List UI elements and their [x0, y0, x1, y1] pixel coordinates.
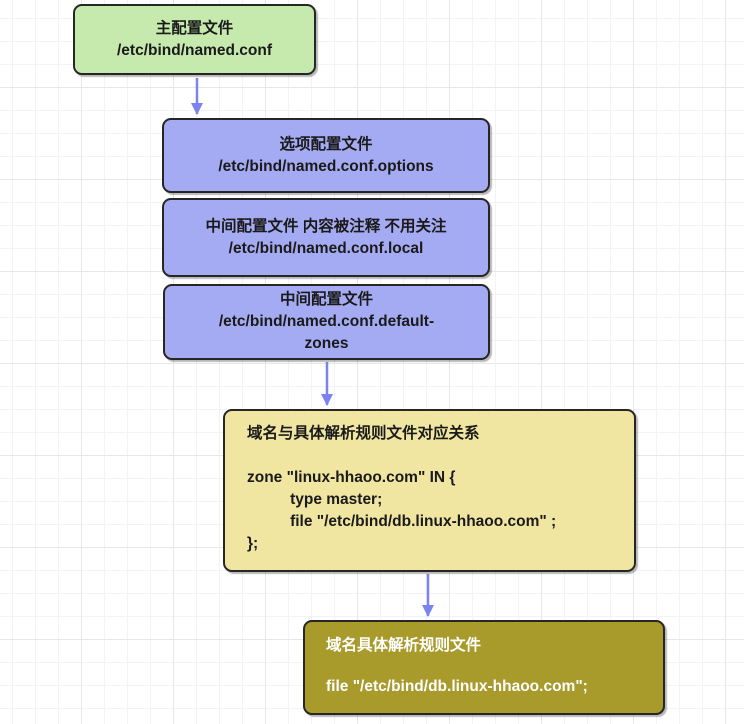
node-main-conf-path: /etc/bind/named.conf	[116, 41, 272, 59]
node-default-zones-conf-path-line1: /etc/bind/named.conf.default-	[218, 313, 435, 330]
node-zone-file[interactable]: 域名具体解析规则文件 file "/etc/bind/db.linux-hhao…	[303, 620, 665, 715]
node-zone-mapping[interactable]: 域名与具体解析规则文件对应关系 zone "linux-hhaoo.com" I…	[223, 409, 636, 572]
node-default-zones-conf-path-line2: zones	[304, 335, 349, 352]
code-line-file-path: file "/etc/bind/db.linux-hhaoo.com" ;	[247, 513, 557, 530]
code-line-type-master: type master;	[247, 491, 383, 508]
node-options-conf-title: 选项配置文件	[279, 135, 373, 153]
code-line-zone-close: };	[247, 535, 259, 552]
node-main-conf-title: 主配置文件	[155, 19, 234, 37]
node-zone-mapping-code: zone "linux-hhaoo.com" IN { type master;…	[247, 467, 620, 555]
node-zone-file-title: 域名具体解析规则文件	[326, 637, 482, 654]
node-zone-file-code-line: file "/etc/bind/db.linux-hhaoo.com";	[326, 678, 588, 695]
node-options-conf[interactable]: 选项配置文件 /etc/bind/named.conf.options	[162, 118, 490, 193]
node-main-conf[interactable]: 主配置文件 /etc/bind/named.conf	[73, 4, 316, 75]
node-default-zones-conf[interactable]: 中间配置文件 /etc/bind/named.conf.default- zon…	[163, 284, 490, 360]
node-local-conf-title: 中间配置文件 内容被注释 不用关注	[205, 217, 447, 235]
node-default-zones-conf-title: 中间配置文件	[279, 291, 373, 308]
node-local-conf-path: /etc/bind/named.conf.local	[228, 239, 424, 257]
node-options-conf-path: /etc/bind/named.conf.options	[218, 157, 434, 175]
code-line-zone-open: zone "linux-hhaoo.com" IN {	[247, 469, 456, 486]
node-local-conf[interactable]: 中间配置文件 内容被注释 不用关注 /etc/bind/named.conf.l…	[162, 198, 490, 277]
node-zone-mapping-title: 域名与具体解析规则文件对应关系	[247, 425, 480, 442]
